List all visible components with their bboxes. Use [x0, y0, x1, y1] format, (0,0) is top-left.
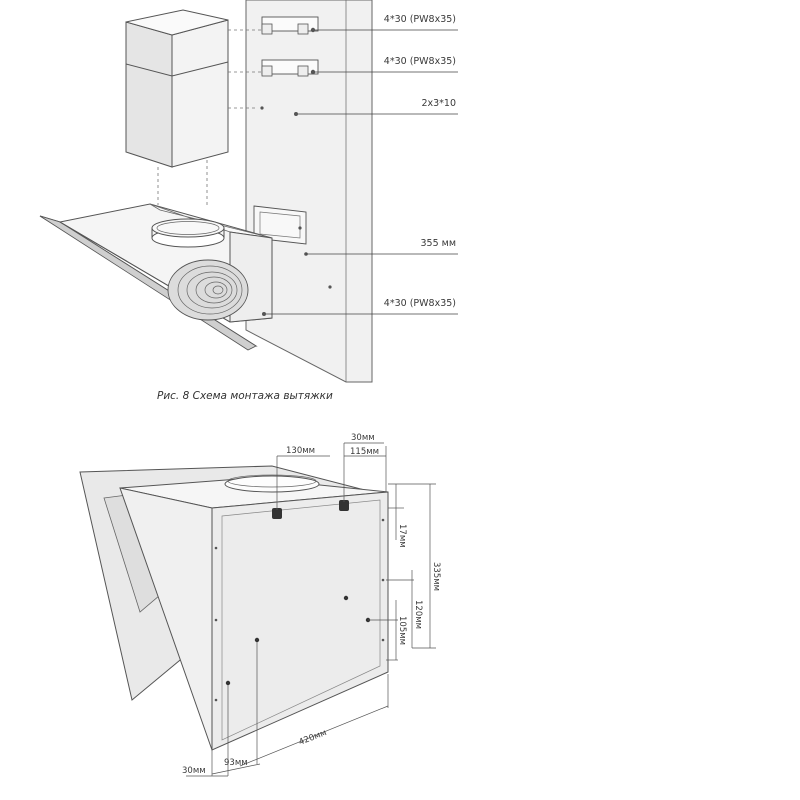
right-dimension-lines: [368, 483, 436, 661]
screw-small-left: [260, 106, 264, 110]
screw-wall: [328, 285, 332, 289]
bottom-dimension-lines: [186, 642, 389, 777]
label-screw-second: 4*30 (PW8x35): [384, 56, 456, 67]
figure-2-dimensions: 130мм 30мм 115мм 17мм 335мм 120мм 105мм: [79, 433, 441, 777]
dim-93: 93мм: [224, 758, 248, 768]
hood-body-3d: [79, 465, 389, 751]
dim-115: 115мм: [350, 447, 379, 457]
screw-small-right: [294, 112, 298, 116]
figure-1-mounting-scheme: 4*30 (PW8x35) 4*30 (PW8x35) 2x3*10 355 м…: [39, 0, 458, 402]
figure-caption: Рис. 8 Схема монтажа вытяжки: [157, 390, 333, 402]
dim-30-top: 30мм: [351, 433, 375, 443]
dim-105: 105мм: [397, 616, 407, 645]
label-screw-small: 2x3*10: [421, 98, 456, 109]
dim-120: 120мм: [413, 600, 423, 629]
wall: [245, 0, 373, 383]
dim-30-bottom: 30мм: [182, 766, 206, 776]
dim-130: 130мм: [286, 446, 315, 456]
top-dimension-lines: [276, 442, 387, 510]
dim-17: 17мм: [397, 524, 407, 548]
label-screw-top: 4*30 (PW8x35): [384, 14, 456, 25]
label-screw-bottom: 4*30 (PW8x35): [384, 298, 456, 309]
bracket-top: [261, 16, 319, 35]
mount-slot-left: [272, 508, 282, 519]
hood-body: [39, 203, 273, 351]
mount-slot-right: [339, 500, 349, 511]
dim-335: 335мм: [431, 562, 441, 591]
chimney-cover: [125, 9, 229, 168]
label-distance: 355 мм: [421, 238, 457, 249]
bracket-second: [261, 59, 319, 77]
motor-spiral: [167, 259, 249, 321]
hood-screw: [262, 312, 266, 316]
dim-420: 420мм: [297, 728, 328, 748]
air-outlet-collar: [151, 218, 225, 248]
